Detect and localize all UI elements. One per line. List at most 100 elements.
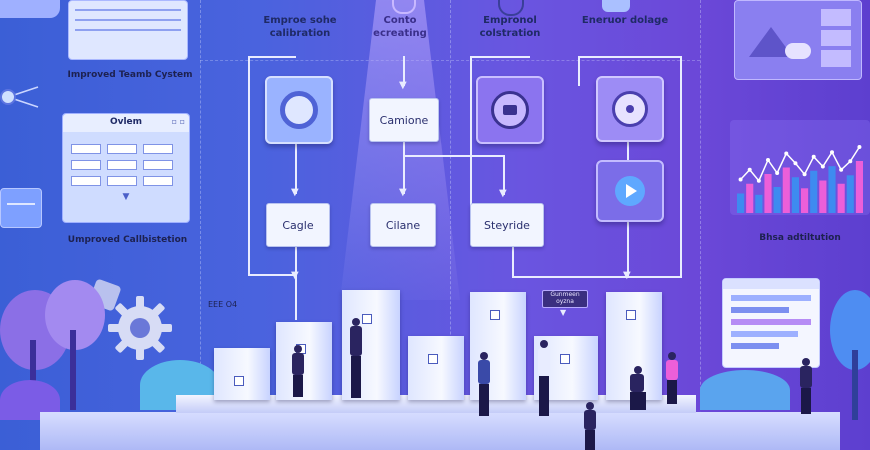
bush: [700, 370, 790, 410]
disc-icon: [612, 91, 648, 127]
chart-bar: [764, 174, 772, 213]
list-panel: [722, 278, 820, 368]
person-figure: [584, 402, 596, 450]
chart-point: [775, 171, 780, 175]
person-figure: [292, 345, 304, 400]
chart-bar: [782, 167, 790, 213]
form-field[interactable]: [107, 160, 137, 170]
chart-bar: [819, 180, 827, 213]
top-left-label: Improved Teamb Cystem: [67, 70, 193, 80]
chart-caption: Bhsa adtiltution: [759, 233, 841, 243]
image-panel: [734, 0, 862, 80]
block: [276, 322, 332, 400]
top-gear-icon: [392, 0, 416, 14]
chart-point: [756, 178, 761, 183]
left-trees: [0, 280, 110, 420]
chart-point: [830, 150, 834, 155]
floor: [40, 412, 840, 450]
small-readout: EEE O4: [208, 300, 238, 309]
window-controls-icon: ▫ ▫: [171, 117, 185, 126]
large-gear-icon: [108, 296, 172, 360]
form-field[interactable]: [71, 144, 101, 154]
chart-point: [766, 158, 770, 162]
list-row: [731, 295, 811, 301]
chart-bar: [746, 183, 754, 213]
chart-point: [747, 167, 752, 172]
list-row: [731, 307, 789, 313]
form-field[interactable]: [107, 144, 137, 154]
form-field[interactable]: [143, 176, 173, 186]
form-field[interactable]: [71, 176, 101, 186]
process-node-1[interactable]: Cagle: [266, 203, 330, 247]
disc-tile[interactable]: [596, 76, 664, 142]
left-network-node: [0, 85, 40, 110]
form-title: Ovlem: [109, 117, 143, 127]
form-field[interactable]: [143, 160, 173, 170]
bar-chart: [737, 145, 863, 213]
chart-bar: [846, 175, 854, 213]
list-row: [731, 343, 779, 349]
person-figure: [538, 340, 550, 418]
person-figure: [350, 318, 362, 400]
bottom-left-label: Umproved Callbistetion: [67, 235, 188, 245]
chart-point: [811, 154, 816, 159]
top-left-device: [0, 0, 60, 18]
chart-bar: [810, 170, 818, 213]
chart-point: [784, 151, 789, 156]
form-field[interactable]: [107, 176, 137, 186]
chart-bar: [791, 177, 799, 213]
chart-bar: [801, 188, 809, 213]
top-left-panel: [68, 0, 188, 60]
play-tile[interactable]: [596, 160, 664, 222]
chart-bar: [737, 193, 745, 213]
guide-line: [700, 0, 701, 450]
chart-point: [839, 167, 844, 172]
person-figure: [666, 352, 678, 404]
chart-point: [793, 161, 798, 166]
gear-icon: [280, 91, 318, 129]
gear-tile[interactable]: [265, 76, 333, 144]
chart-bar: [837, 183, 845, 213]
column-heading-1: Emproe sohe calibration: [263, 15, 337, 39]
chart-point: [848, 159, 853, 164]
chart-bar: [755, 194, 763, 213]
list-row: [731, 319, 811, 325]
person-figure: [630, 366, 646, 412]
process-node-3[interactable]: Steyride: [470, 203, 544, 247]
column-heading-3: Empronol colstration: [479, 15, 541, 39]
right-tree: [820, 290, 870, 420]
step-node[interactable]: Camione: [369, 98, 439, 142]
chart-point: [820, 164, 825, 169]
chart-bar: [855, 161, 863, 213]
form-field[interactable]: [143, 144, 173, 154]
robot-icon: [491, 91, 529, 129]
form-panel: Ovlem ▫ ▫ ▼: [62, 113, 190, 223]
left-card: [0, 188, 42, 228]
chart-point: [738, 177, 743, 182]
guide-line: [200, 0, 201, 450]
process-node-2[interactable]: Cilane: [370, 203, 436, 247]
chart-point: [802, 172, 807, 177]
chart-bar: [773, 187, 781, 213]
top-badge-icon: [498, 0, 524, 16]
person-figure: [800, 358, 812, 414]
list-row: [731, 331, 799, 337]
chevron-down-icon[interactable]: ▼: [122, 192, 130, 202]
chart-bar: [828, 166, 836, 213]
person-figure: [478, 352, 490, 418]
block: [408, 336, 464, 400]
light-beam: [340, 0, 460, 300]
cloud-icon: [785, 43, 811, 59]
chart-point: [857, 145, 862, 149]
top-device-icon: [602, 0, 630, 12]
block: [214, 348, 270, 400]
guide-line: [200, 60, 700, 61]
form-field[interactable]: [71, 160, 101, 170]
chart-panel: [730, 120, 870, 215]
column-heading-2: Conto ecreating: [373, 15, 427, 39]
play-icon: [615, 176, 645, 206]
robot-tile[interactable]: [476, 76, 544, 144]
column-heading-4: Eneruor dolage: [581, 15, 669, 26]
podium-tag: Gunmeen oyzna: [542, 290, 588, 308]
